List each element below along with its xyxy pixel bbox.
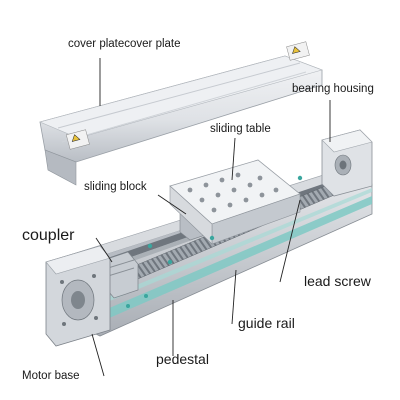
label-motor-base: Motor base [22, 370, 80, 382]
leader-lines [91, 58, 331, 377]
motor-base [45, 245, 111, 347]
label-sliding-table: sliding table [210, 123, 271, 135]
sliding-table [169, 159, 301, 245]
warning-sticker-icon [65, 129, 90, 150]
label-guide-rail: guide rail [238, 315, 295, 331]
label-bearing-housing: bearing housing [292, 83, 374, 95]
label-cover-plate: cover platecover plate [68, 38, 181, 50]
label-lead-screw: lead screw [304, 273, 371, 289]
cover-plate [39, 41, 323, 186]
bearing-housing [321, 129, 373, 197]
label-coupler: coupler [22, 227, 75, 244]
warning-sticker-icon [286, 41, 310, 61]
label-sliding-block: sliding block [84, 181, 147, 193]
label-pedestal: pedestal [156, 351, 209, 367]
